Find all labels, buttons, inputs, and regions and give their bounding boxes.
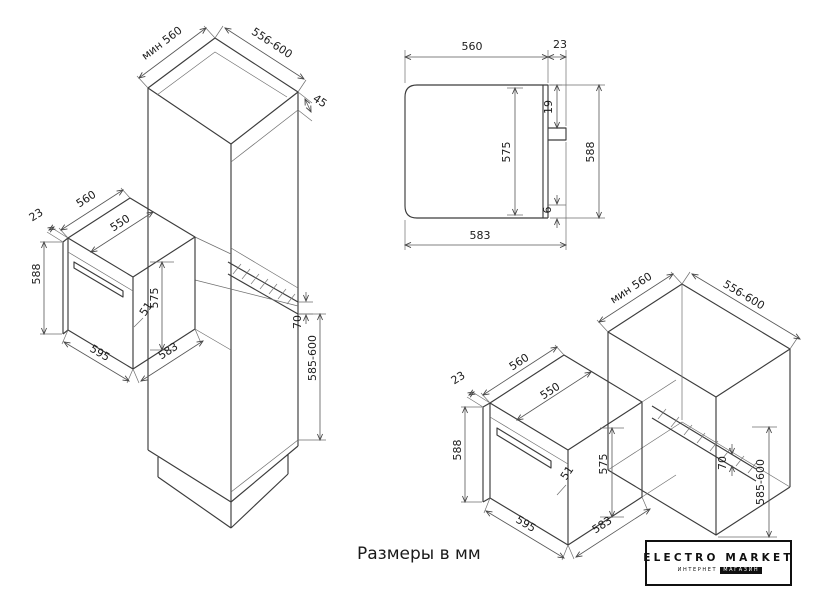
dim-label-51: 51 xyxy=(558,464,577,483)
rail-hatching xyxy=(657,408,757,474)
dim-label-595: 595 xyxy=(513,513,538,535)
dim-label-560: 560 xyxy=(507,351,532,373)
column-installation-drawing: мин 560 556-600 45 70 585-600 560 550 xyxy=(27,24,329,529)
dim-label-51: 51 xyxy=(137,300,156,319)
dim-label-23: 23 xyxy=(27,206,46,225)
dim-label-583: 583 xyxy=(470,229,491,242)
dim-label-583: 583 xyxy=(156,340,181,362)
logo-subtitle-right: МАГАЗИН xyxy=(720,567,763,574)
dim-label-588: 588 xyxy=(584,142,597,163)
dim-label-588: 588 xyxy=(30,264,43,285)
dim-label-556-600: 556-600 xyxy=(721,278,767,313)
electro-market-logo: ELECTRO MARKET ИНТЕРНЕТ МАГАЗИН xyxy=(643,540,794,586)
dim-label-556-600: 556-600 xyxy=(249,25,295,61)
dim-label-585-600: 585-600 xyxy=(754,459,767,505)
dim-label-575: 575 xyxy=(597,454,610,475)
dim-label-585-600: 585-600 xyxy=(306,335,319,381)
logo-subtitle: ИНТЕРНЕТ МАГАЗИН xyxy=(675,567,763,574)
shelf-hatching xyxy=(232,263,296,305)
dim-label-575: 575 xyxy=(500,142,513,163)
dim-label-560: 560 xyxy=(462,40,483,53)
dim-label-550: 550 xyxy=(108,212,133,234)
side-view-drawing: 560 23 19 575 588 6 583 xyxy=(403,38,605,250)
base-cabinet-dimensions: мин 560 556-600 70 585-600 560 550 23 xyxy=(449,270,801,561)
side-view-dimensions: 560 23 19 575 588 6 583 xyxy=(403,38,605,250)
dim-label-588: 588 xyxy=(451,440,464,461)
logo-subtitle-left: ИНТЕРНЕТ xyxy=(677,567,718,573)
dim-label-23: 23 xyxy=(449,369,468,388)
column-structure xyxy=(147,37,299,529)
dim-label-6: 6 xyxy=(541,207,554,214)
dim-label-19: 19 xyxy=(542,100,555,114)
dim-label-560: 560 xyxy=(74,188,99,210)
dim-label-70: 70 xyxy=(716,456,729,470)
dim-label-70: 70 xyxy=(291,315,304,329)
caption-dimensions-in-mm: Размеры в мм xyxy=(357,544,481,564)
dim-label-595: 595 xyxy=(87,342,112,364)
oven-isometric xyxy=(482,354,643,546)
logo-title: ELECTRO MARKET xyxy=(643,552,794,564)
dim-label-575: 575 xyxy=(148,288,161,309)
base-cabinet-installation-drawing: мин 560 556-600 70 585-600 560 550 23 xyxy=(449,270,801,561)
column-dimensions: мин 560 556-600 45 70 585-600 560 550 xyxy=(27,24,329,442)
dim-label-45: 45 xyxy=(310,92,329,111)
dim-label-min-560: мин 560 xyxy=(139,24,184,63)
dim-label-23: 23 xyxy=(553,38,567,51)
